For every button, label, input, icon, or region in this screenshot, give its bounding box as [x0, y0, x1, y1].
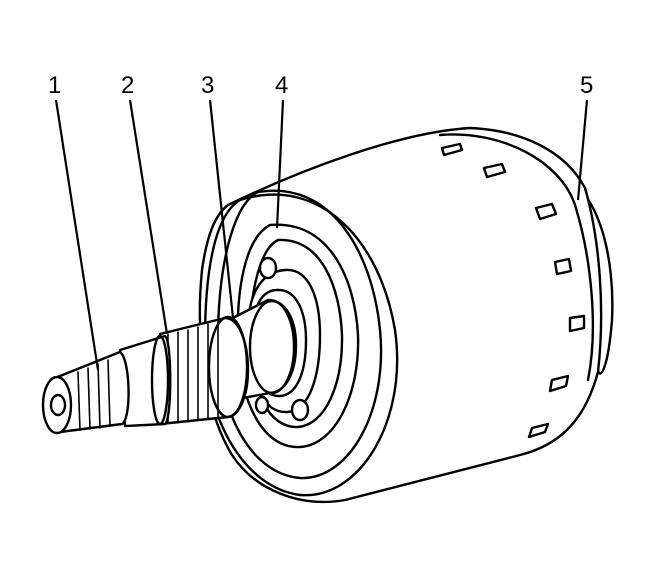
leader-lines: [54, 99, 589, 371]
spline-section: [118, 315, 250, 428]
leader-line-5: [576, 99, 589, 201]
callout-labels: 1 2 3 4 5: [48, 72, 593, 99]
callout-5: 5: [580, 72, 593, 99]
callout-3: 3: [201, 72, 214, 99]
callout-1: 1: [48, 72, 61, 99]
leader-line-2: [128, 99, 169, 335]
leader-line-3: [208, 99, 235, 319]
leader-line-1: [54, 99, 100, 371]
threaded-shaft-end: [41, 350, 130, 435]
leader-line-4: [275, 99, 285, 229]
callout-2: 2: [121, 72, 134, 99]
callout-4: 4: [275, 72, 288, 99]
drum-window-slots: [440, 142, 586, 439]
